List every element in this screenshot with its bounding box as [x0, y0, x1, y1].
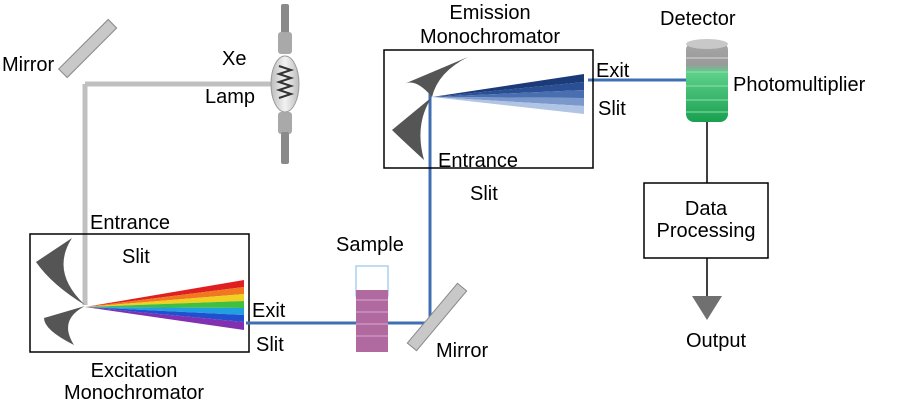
label-emission-title-2: Monochromator	[419, 26, 561, 48]
excitation-grating	[36, 238, 85, 305]
rainbow-dispersion	[85, 280, 244, 330]
label-detector: Detector	[660, 8, 736, 30]
mirror-top	[57, 18, 118, 79]
label-output: Output	[685, 330, 747, 352]
label-mirror-bottom: Mirror	[436, 340, 489, 362]
label-emission-title-1: Emission	[449, 2, 531, 24]
emission-grating	[404, 57, 468, 97]
label-sample: Sample	[336, 234, 404, 256]
lamp-beam-path	[82, 81, 275, 305]
label-lamp-lamp: Lamp	[205, 86, 256, 108]
label-mirror-top: Mirror	[2, 54, 55, 76]
xe-lamp	[270, 4, 300, 164]
photomultiplier-tube	[686, 39, 728, 122]
excitation-grating-lower	[44, 306, 85, 345]
label-excitation-entrance-slit: Slit	[122, 246, 150, 268]
label-excitation-exit-slit: Slit	[256, 334, 284, 356]
label-data-processing-2: Processing	[656, 220, 756, 242]
emission-monochromator-box	[383, 49, 594, 169]
output-arrow-head	[692, 296, 722, 320]
data-processing-box	[643, 182, 769, 259]
label-emission-entrance: Entrance	[438, 150, 519, 172]
label-excitation-title-2: Monochromator	[63, 382, 205, 404]
label-emission-exit-slit: Slit	[598, 98, 626, 120]
label-excitation-title-1: Excitation	[90, 360, 178, 382]
label-data-processing-1: Data	[684, 198, 728, 220]
label-excitation-exit: Exit	[252, 300, 286, 322]
excitation-emission-beam	[246, 78, 686, 325]
sample-cuvette	[355, 265, 389, 352]
mirror-bottom	[406, 282, 468, 352]
label-emission-entrance-slit: Slit	[470, 183, 498, 205]
excitation-monochromator-box	[29, 233, 250, 353]
emission-dispersion	[432, 74, 584, 114]
label-lamp-xe: Xe	[222, 48, 247, 70]
label-emission-exit: Exit	[596, 60, 630, 82]
label-photomultiplier: Photomultiplier	[733, 74, 866, 96]
label-excitation-entrance: Entrance	[90, 212, 171, 234]
emission-grating-lower	[392, 97, 432, 160]
